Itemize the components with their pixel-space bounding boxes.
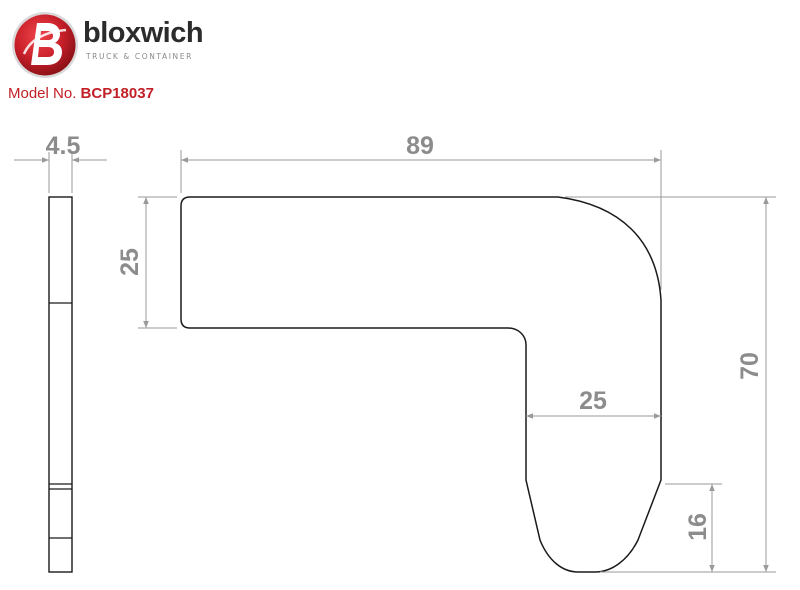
- model-number: Model No. BCP18037: [8, 86, 154, 101]
- bottom-taper-height-dimension: [665, 483, 722, 572]
- overall-width-dimension-label: 89: [406, 132, 434, 160]
- leg-width-dimension-label: 25: [579, 387, 607, 415]
- brand-logo: bloxwich TRUCK & CONTAINER: [10, 10, 230, 80]
- overall-height-dimension: [565, 196, 776, 573]
- bottom-taper-height-dimension-label: 16: [684, 513, 712, 541]
- brand-name: bloxwich: [83, 17, 204, 49]
- model-number-label: Model No.: [8, 85, 77, 102]
- side-view: [48, 196, 73, 573]
- model-number-value: BCP18037: [80, 85, 154, 102]
- overall-width-dimension: [180, 150, 662, 290]
- thickness-dimension-label: 4.5: [46, 132, 81, 160]
- bloxwich-b-logo-icon: [12, 12, 78, 78]
- side-view-thickness-dimension: [14, 152, 107, 193]
- overall-height-dimension-label: 70: [736, 352, 764, 380]
- top-arm-height-dimension: [138, 196, 177, 329]
- brand-tagline: TRUCK & CONTAINER: [86, 52, 193, 61]
- bracket-profile-outline: [180, 196, 662, 573]
- top-arm-height-dimension-label: 25: [116, 248, 144, 276]
